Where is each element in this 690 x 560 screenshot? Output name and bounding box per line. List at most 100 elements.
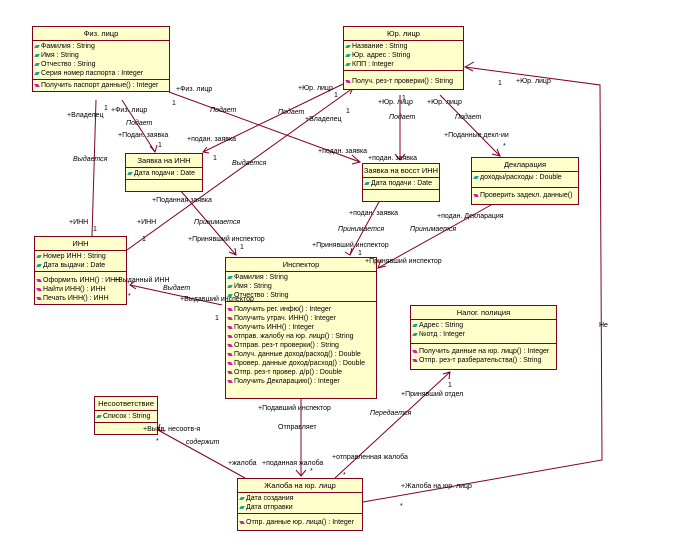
operation-icon — [227, 361, 233, 365]
multiplicity-label: * — [400, 503, 403, 510]
multiplicity-label: 1 — [448, 382, 452, 389]
assoc-insp-inn — [129, 284, 223, 306]
class-name: Жалоба на юр. лицр — [238, 479, 362, 493]
association-name: Подает — [455, 114, 482, 121]
attribute-icon — [96, 414, 102, 418]
operation-icon — [345, 79, 351, 83]
role-label: +Поданные декл-ии — [444, 132, 509, 139]
multiplicity-label: 1 — [93, 226, 97, 233]
operation-icon — [36, 287, 42, 291]
class-inspektor[interactable]: Инспектор Фамилия : String Имя : String … — [225, 257, 377, 399]
multiplicity-label: 1 — [142, 236, 146, 243]
association-name: Не — [599, 322, 608, 329]
assoc-zvost-insp — [349, 199, 381, 256]
association-name: Подает — [389, 114, 416, 121]
role-label: +Выдавший инспектор — [180, 296, 254, 303]
class-zayavka-inn[interactable]: Заявка на ИНН Дата подачи : Date — [125, 153, 203, 192]
assoc-zinn-insp — [179, 189, 237, 256]
class-nesootvetstvie[interactable]: Несоответствие Список : String — [94, 396, 158, 435]
operations: Оформить ИНН() : ИНН Найти ИНН() : ИНН П… — [35, 272, 126, 304]
operations: Отпр. данные юр. лица() : Integer — [238, 514, 362, 530]
role-label: +Принявший отдел — [401, 391, 464, 398]
attribute-icon — [127, 171, 133, 175]
assoc-yur-zinn — [202, 83, 344, 153]
class-zhaloba[interactable]: Жалоба на юр. лицр Дата создания Дата от… — [237, 478, 363, 531]
multiplicity-label: * — [310, 468, 313, 475]
role-label: +жалоба — [228, 460, 257, 467]
role-label: +Поданная заявка — [152, 197, 212, 204]
attribute-icon — [345, 53, 351, 57]
operation-icon — [227, 307, 233, 311]
attribute-icon — [412, 332, 418, 336]
assoc-fiz-inn — [91, 99, 97, 237]
class-name: ИНН — [35, 237, 126, 251]
role-label: +подан. заявка — [187, 136, 237, 143]
operation-icon — [227, 352, 233, 356]
operations: Получ. рез-т проверки() : String — [344, 71, 463, 89]
role-label: +Принявший инспектор — [312, 242, 389, 249]
class-zayavka-vosst-inn[interactable]: Заявка на восст ИНН Дата подачи : Date — [362, 163, 440, 202]
operation-icon — [227, 316, 233, 320]
role-label: +подан. Декларация — [437, 213, 504, 220]
attributes: Название : String Юр. адрес : String КПП… — [344, 41, 463, 71]
class-name: Заявка на ИНН — [126, 154, 202, 168]
association-name: содержит — [186, 439, 220, 446]
class-inn[interactable]: ИНН Номер ИНН : String Дата выдачи : Dat… — [34, 236, 127, 305]
class-name: Несоответствие — [95, 397, 157, 411]
attribute-icon — [34, 53, 40, 57]
class-name: Заявка на восст ИНН — [363, 164, 439, 178]
class-name: Налог. полиция — [411, 306, 556, 320]
role-label: +Выяв. несоотв-я — [143, 426, 201, 433]
operation-icon — [227, 334, 233, 338]
role-label: +Юр. лицр — [427, 99, 462, 106]
class-nalog-policiya[interactable]: Налог. полиция Адрес : String №отд : Int… — [410, 305, 557, 370]
operations: Проверить задекл. данные() — [472, 188, 578, 204]
role-label: +поданная жалоба — [262, 460, 324, 467]
association-name: Подает — [126, 120, 153, 127]
association-name: Выдается — [232, 160, 267, 167]
class-deklaraciya[interactable]: Декларация доходы/расходы : Double Прове… — [471, 157, 579, 205]
role-label: +Подан. заявка — [118, 132, 169, 139]
association-name: Передается — [370, 410, 412, 417]
role-label: +подан. заявка — [368, 155, 418, 162]
attributes: Номер ИНН : String Дата выдачи : Date — [35, 251, 126, 272]
association-name: Выдает — [163, 285, 191, 292]
assoc-zhal-nes — [157, 429, 246, 479]
assoc-yur-decl — [439, 94, 501, 157]
attributes: доходы/расходы : Double — [472, 172, 578, 188]
role-label: +ИНН — [137, 219, 157, 226]
class-yur-lico[interactable]: Юр. лицр Название : String Юр. адрес : S… — [343, 26, 464, 90]
class-fiz-lico[interactable]: Физ. лицр Фамилия : String Имя : String … — [32, 26, 170, 92]
role-label: +Жалоба на юр. лицр — [401, 483, 472, 490]
attribute-icon — [34, 71, 40, 75]
multiplicity-label: * — [343, 472, 346, 479]
attributes: Фамилия : String Имя : String Отчество :… — [226, 272, 376, 302]
association-name: Выдается — [73, 156, 108, 163]
operation-icon — [36, 296, 42, 300]
role-label: +подан. заявка — [349, 210, 399, 217]
operation-icon — [473, 193, 479, 197]
operations: Получить паспорт данные() : Integer — [33, 80, 169, 91]
operation-icon — [227, 343, 233, 347]
association-name: Подает — [278, 109, 305, 116]
attributes: Адрес : String №отд : Integer — [411, 320, 556, 344]
class-name: Физ. лицр — [33, 27, 169, 41]
multiplicity-label: 1 — [358, 250, 362, 257]
attribute-icon — [239, 496, 245, 500]
multiplicity-label: * — [156, 438, 159, 445]
operations — [363, 190, 439, 201]
assoc-decl-insp — [377, 199, 501, 269]
role-label: +Физ. лицр — [111, 107, 148, 114]
class-name: Инспектор — [226, 258, 376, 272]
attribute-icon — [34, 62, 40, 66]
attribute-icon — [345, 62, 351, 66]
operation-icon — [239, 520, 245, 524]
role-label: +Физ. лицр — [176, 86, 213, 93]
operations — [126, 180, 202, 191]
role-label: +Юр. лицр — [298, 85, 333, 92]
attributes: Дата подачи : Date — [363, 178, 439, 190]
operation-icon — [36, 278, 42, 282]
multiplicity-label: 1 — [158, 142, 162, 149]
multiplicity-label: * — [503, 143, 506, 150]
